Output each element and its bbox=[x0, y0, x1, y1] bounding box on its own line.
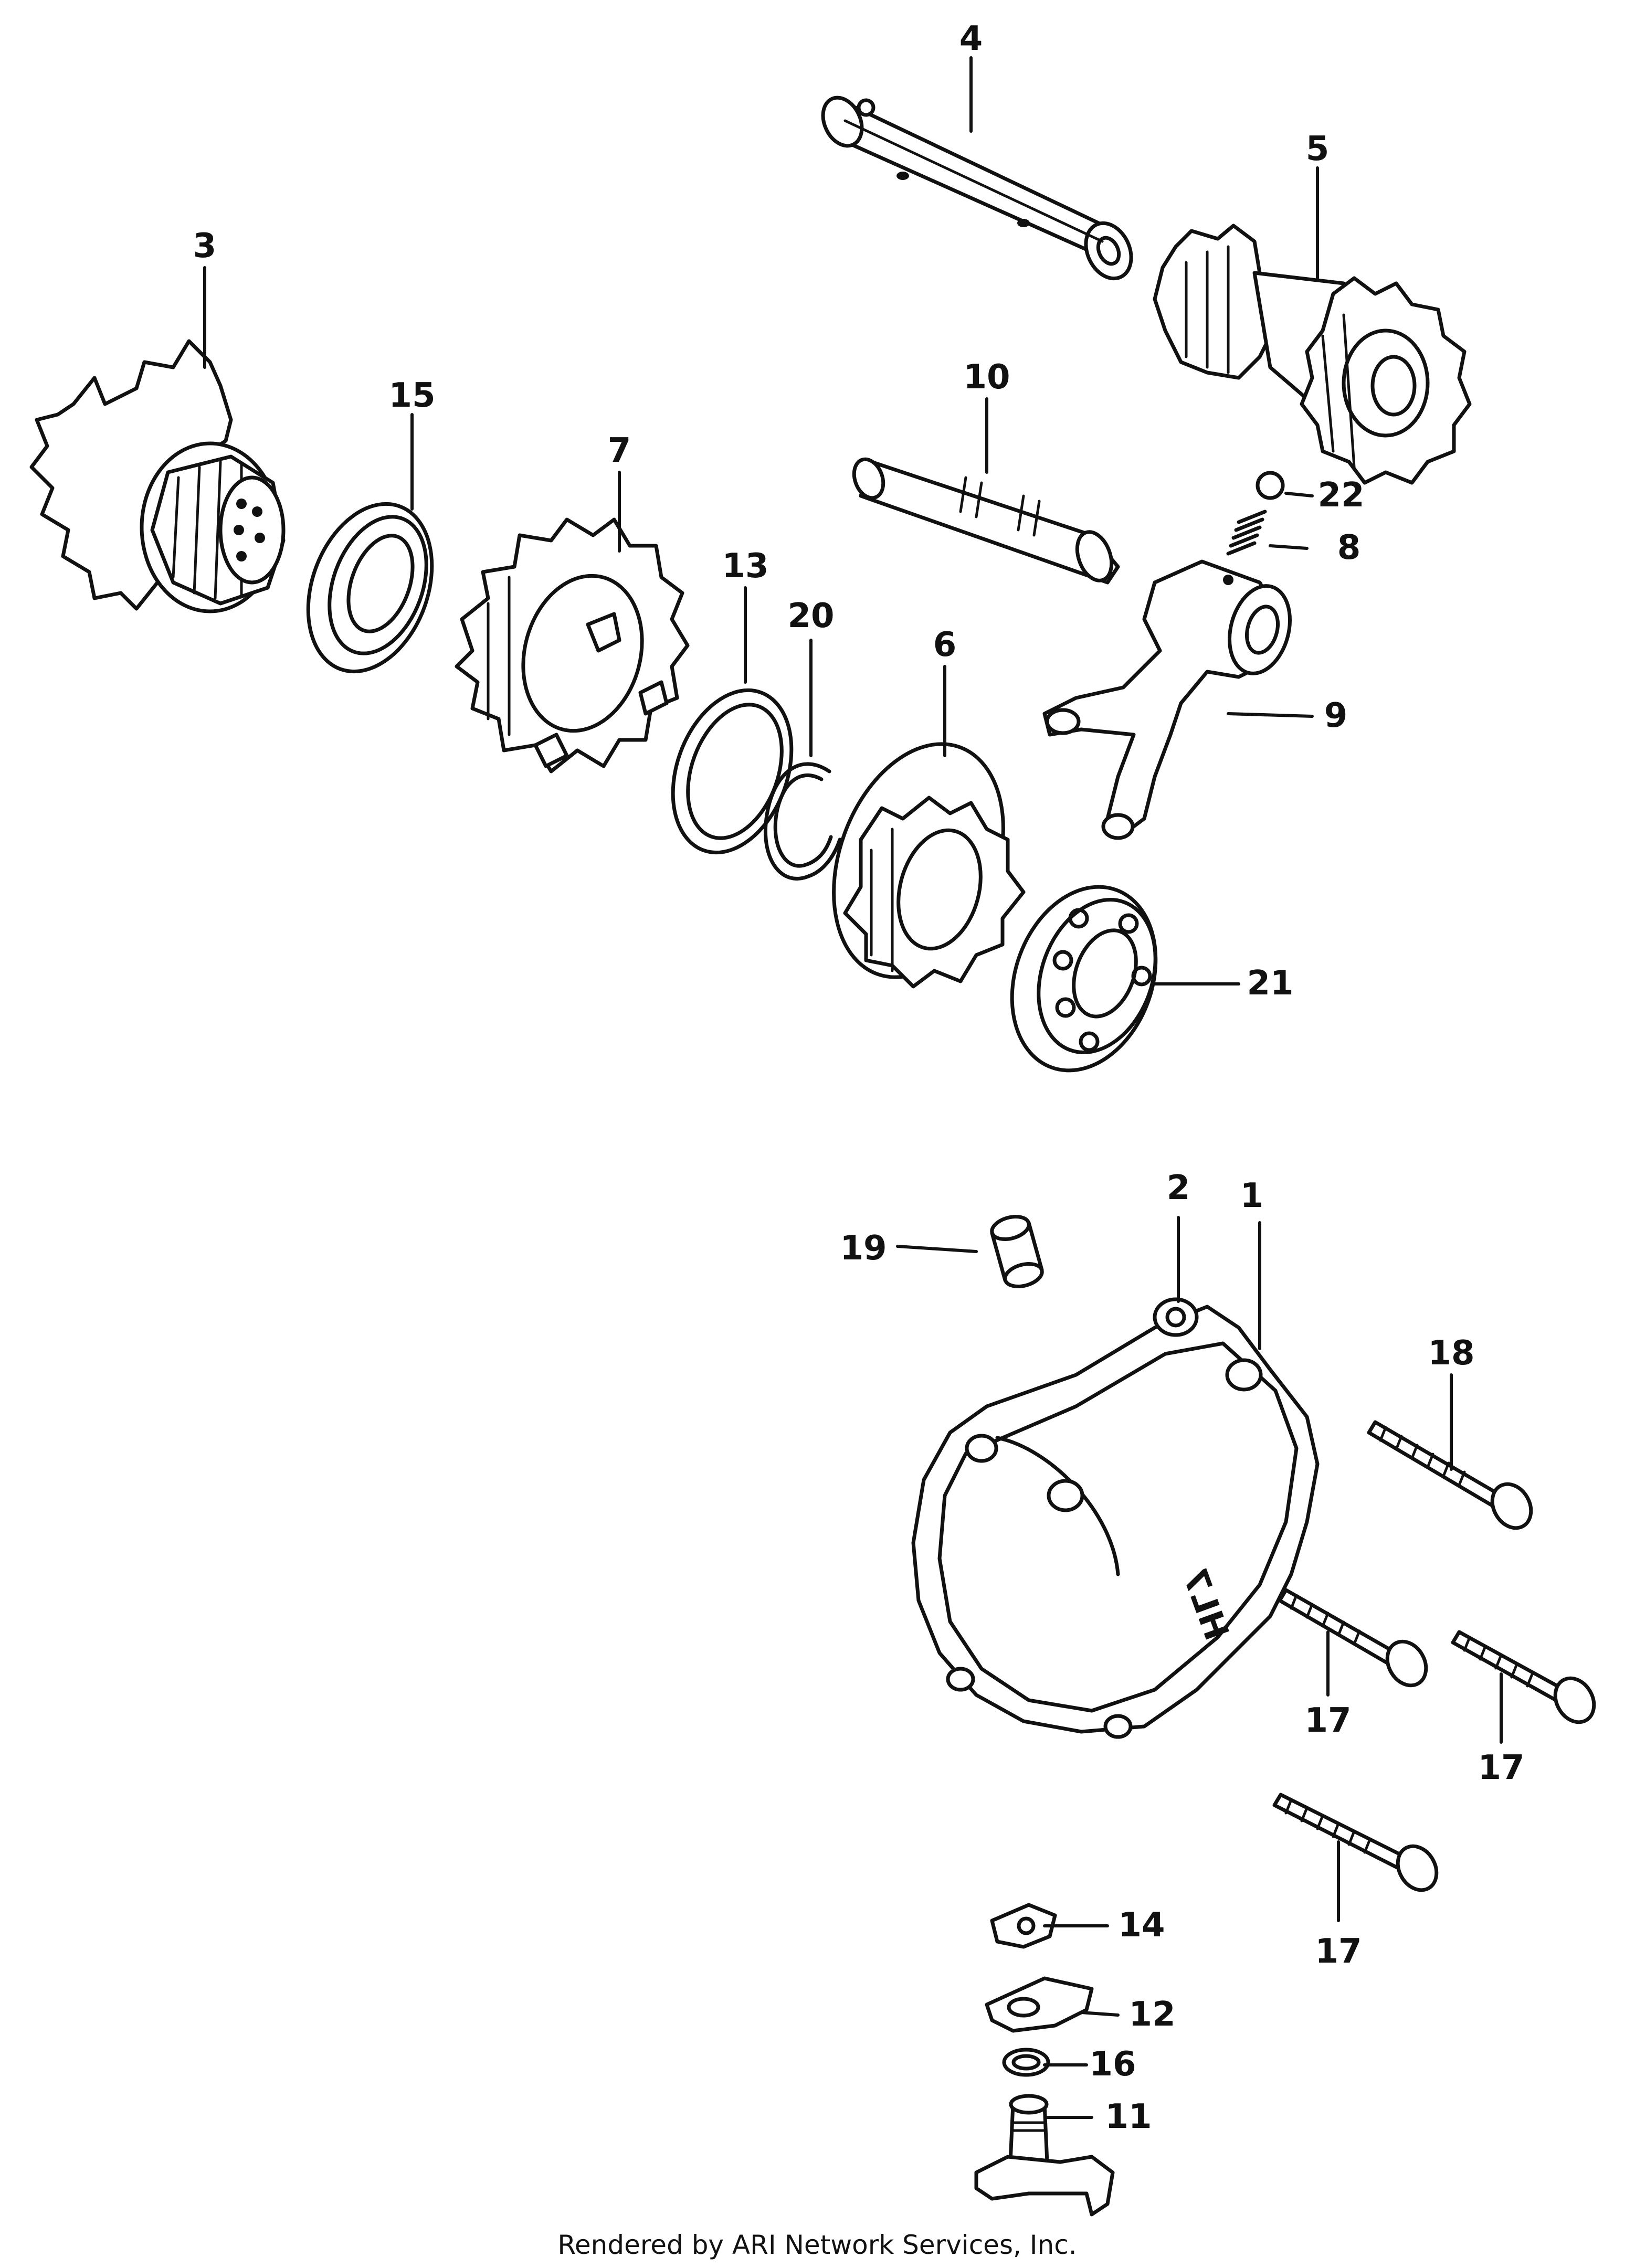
part-4-shaft bbox=[821, 96, 1133, 281]
callout-17-c: 17 bbox=[1315, 1932, 1362, 1971]
part-16-o-ring bbox=[1002, 2048, 1050, 2077]
callout-5: 5 bbox=[1306, 130, 1330, 168]
part-8-spring bbox=[1226, 510, 1267, 556]
callout-9: 9 bbox=[1324, 696, 1348, 735]
callout-3: 3 bbox=[193, 227, 217, 266]
callout-18: 18 bbox=[1428, 1334, 1474, 1373]
part-18-bolt bbox=[1367, 1420, 1533, 1530]
callout-20: 20 bbox=[787, 597, 834, 635]
callout-15: 15 bbox=[388, 376, 435, 415]
part-17-bolt-b bbox=[1451, 1630, 1596, 1724]
part-20-circlip bbox=[764, 762, 842, 881]
callout-21: 21 bbox=[1247, 964, 1293, 1003]
callout-14: 14 bbox=[1118, 1906, 1165, 1945]
part-19-dowel-pin bbox=[990, 1215, 1044, 1288]
callout-11: 11 bbox=[1105, 2097, 1152, 2136]
part-7-gear bbox=[455, 517, 690, 773]
callout-12: 12 bbox=[1128, 1995, 1175, 2034]
part-22-steel-ball bbox=[1256, 471, 1285, 500]
part-12-plate bbox=[985, 1976, 1094, 2033]
part-11-pivot-arm bbox=[974, 2094, 1115, 2217]
part-15-oil-seal bbox=[306, 502, 434, 674]
part-9-shift-fork bbox=[1042, 559, 1292, 840]
callout-13: 13 bbox=[722, 547, 768, 586]
callout-4: 4 bbox=[959, 19, 983, 58]
callout-6: 6 bbox=[933, 626, 957, 664]
part-13-washer bbox=[671, 688, 794, 855]
part-3-sprocket bbox=[29, 339, 286, 613]
part-14-clip bbox=[990, 1903, 1057, 1949]
part-17-bolt-a bbox=[1278, 1588, 1428, 1688]
callout-1: 1 bbox=[1240, 1177, 1264, 1215]
part-1-crankcase-cover: HL7 bbox=[911, 1297, 1320, 1739]
callout-17-a: 17 bbox=[1304, 1701, 1351, 1740]
part-6-flanged-gear bbox=[832, 742, 1026, 989]
callout-2: 2 bbox=[1167, 1169, 1190, 1207]
footer-credit: Rendered by ARI Network Services, Inc. bbox=[557, 2230, 1077, 2260]
callout-17-b: 17 bbox=[1478, 1748, 1524, 1787]
callout-16: 16 bbox=[1089, 2045, 1136, 2084]
callout-7: 7 bbox=[608, 431, 631, 470]
part-17-bolt-c bbox=[1272, 1793, 1439, 1892]
part-10-fork-shaft bbox=[852, 457, 1120, 585]
callout-22: 22 bbox=[1317, 476, 1364, 515]
callout-19: 19 bbox=[840, 1229, 887, 1268]
callout-10: 10 bbox=[963, 358, 1010, 397]
part-5-double-gear bbox=[1153, 224, 1472, 485]
callout-8: 8 bbox=[1337, 528, 1361, 567]
part-21-bearing bbox=[1010, 885, 1158, 1073]
